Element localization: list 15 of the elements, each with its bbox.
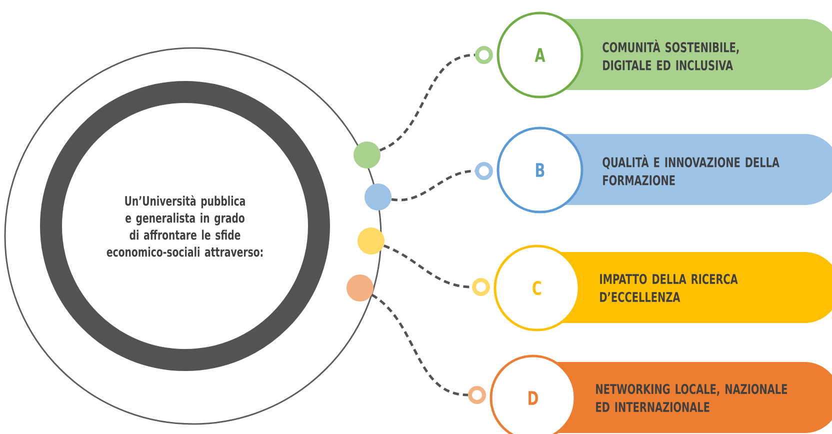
node-label: D <box>528 391 538 405</box>
dashed-connector <box>379 54 476 152</box>
dashed-connector <box>371 294 468 396</box>
connector-dot <box>346 274 374 302</box>
connector-dot <box>358 228 384 254</box>
node-label: COMUNITÀ SOSTENIBILE, DIGITALE ED INCLUSIVA <box>602 40 739 70</box>
connector-dot <box>364 184 392 210</box>
connector-ring <box>472 278 490 296</box>
node-label: NETWORKING LOCALE, NAZIONALE ED INTERNAZIONALE <box>596 384 787 412</box>
node-label: QUALITÀ E INNOVAZIONE DELLA FORMAZIONE <box>602 154 780 186</box>
connector-ring <box>475 46 493 64</box>
connector-ring <box>475 162 493 180</box>
node-label: IMPATTO DELLA RICERCA D’ECCELLENZA <box>600 274 738 302</box>
connector-ring <box>468 386 486 404</box>
connector-dot <box>354 142 380 168</box>
